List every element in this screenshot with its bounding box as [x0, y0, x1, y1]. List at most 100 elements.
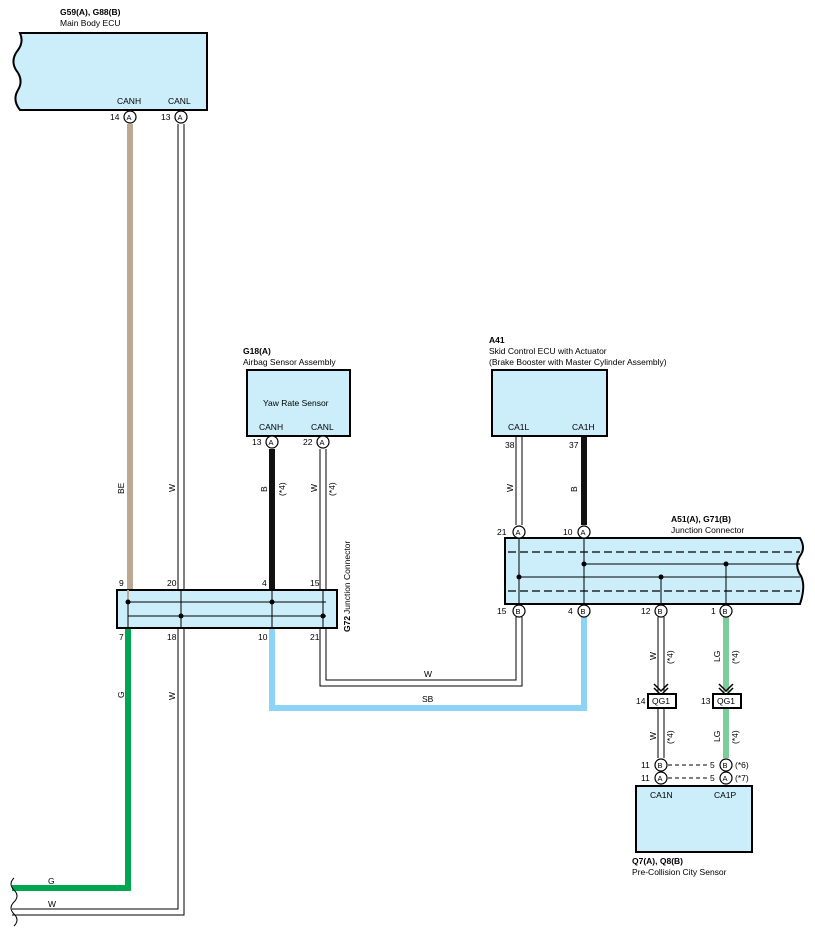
label-w-skid: W [505, 484, 515, 492]
a51-bottom-conn-2: B [581, 607, 586, 616]
wire-w-skid [515, 436, 523, 525]
airbag-conn-a1: A [269, 438, 274, 447]
sensor-row2-note: (*7) [735, 773, 749, 783]
main-ecu-conn-a1: A [127, 113, 132, 122]
main-ecu-pin-canh: CANH [117, 96, 141, 106]
a51-bottom-conn-3: B [658, 607, 663, 616]
skid-num-h: 37 [569, 440, 579, 450]
g72-id: G72 [342, 616, 352, 632]
sensor-row2-left-num: 11 [641, 773, 650, 783]
airbag-pin-canl: CANL [311, 422, 334, 432]
skid-id: A41 [489, 335, 505, 345]
sensor-connector-rows: 11 B 5 B (*6) 11 A 5 A (*7) [641, 758, 749, 785]
label-w-horizontal: W [424, 669, 432, 679]
skid-num-l: 38 [505, 440, 515, 450]
label-note4-b-airbag: (*4) [277, 482, 287, 496]
qg1-num-right: 13 [701, 696, 711, 706]
main-ecu-num-canh: 14 [110, 112, 120, 122]
skid-control-ecu: A41 Skid Control ECU with Actuator (Brak… [489, 335, 667, 450]
wire-w-canl [177, 124, 185, 590]
label-lg-a51: LG [712, 651, 722, 662]
qg1-label-right: QG1 [717, 696, 735, 706]
g72-bottom-10: 10 [258, 632, 268, 642]
label-note4-w-a51: (*4) [665, 650, 675, 664]
label-sb: SB [422, 694, 434, 704]
yaw-rate-sensor-label: Yaw Rate Sensor [263, 398, 329, 408]
a51-junction-connector: A51(A), G71(B) Junction Connector 21 A 1… [497, 514, 805, 618]
a51-name: Junction Connector [671, 525, 744, 535]
a51-bottom-1: 1 [711, 606, 716, 616]
airbag-pin-canh: CANH [259, 422, 283, 432]
skid-name2: (Brake Booster with Master Cylinder Asse… [489, 357, 667, 367]
sensor-id: Q7(A), Q8(B) [632, 856, 683, 866]
sensor-pin-ca1n: CA1N [650, 790, 673, 800]
airbag-sensor-assembly: G18(A) Airbag Sensor Assembly Yaw Rate S… [243, 346, 351, 449]
qg1-num-left: 14 [636, 696, 646, 706]
label-note4-w-airbag: (*4) [327, 482, 337, 496]
label-note4-w-qg1: (*4) [665, 730, 675, 744]
label-w-a51: W [648, 652, 658, 660]
a51-bottom-4: 4 [568, 606, 573, 616]
g72-junction-connector: 9 20 4 15 7 18 10 21 G72 Junction Connec… [116, 541, 352, 642]
a51-top-21: 21 [497, 527, 507, 537]
airbag-num-canl: 22 [303, 437, 313, 447]
label-w-qg1: W [648, 732, 658, 740]
a51-bottom-12: 12 [641, 606, 651, 616]
label-g-horizontal: G [48, 876, 55, 886]
label-b-airbag: B [259, 486, 269, 492]
qg1-connector-right: QG1 13 [701, 683, 742, 709]
g72-bottom-7: 7 [119, 632, 124, 642]
label-w-1: W [167, 484, 177, 492]
main-ecu-conn-a2: A [178, 113, 183, 122]
sensor-row2-left-conn: A [658, 774, 663, 783]
main-ecu-num-canl: 13 [161, 112, 171, 122]
sensor-pin-ca1p: CA1P [714, 790, 737, 800]
label-w-airbag: W [309, 484, 319, 492]
airbag-conn-a2: A [320, 438, 325, 447]
wire-w-g72-a51 [319, 617, 523, 687]
sensor-row1-right-num: 5 [710, 760, 715, 770]
wire-w-airbag [319, 449, 327, 590]
qg1-connector-left: QG1 14 [636, 683, 677, 709]
label-b-skid: B [569, 486, 579, 492]
wire-w-qg1 [657, 617, 665, 758]
main-ecu-pin-canl: CANL [168, 96, 191, 106]
qg1-label-left: QG1 [652, 696, 670, 706]
main-ecu-name: Main Body ECU [60, 18, 120, 28]
g72-top-15: 15 [310, 578, 320, 588]
skid-pin-ca1l: CA1L [508, 422, 530, 432]
label-lg-qg1: LG [712, 731, 722, 742]
a51-bottom-15: 15 [497, 606, 507, 616]
g72-name: Junction Connector [342, 541, 352, 614]
airbag-name: Airbag Sensor Assembly [243, 357, 336, 367]
label-w-2: W [167, 692, 177, 700]
g72-top-4: 4 [262, 578, 267, 588]
main-ecu-id: G59(A), G88(B) [60, 7, 121, 17]
a51-top-conn-2: A [581, 528, 586, 537]
label-note4-lg-a51: (*4) [730, 650, 740, 664]
wire-g [12, 628, 131, 891]
label-w-horizontal-bottom: W [48, 899, 56, 909]
a51-top-10: 10 [563, 527, 573, 537]
a51-id: A51(A), G71(B) [671, 514, 731, 524]
label-note4-lg-qg1: (*4) [730, 730, 740, 744]
pre-collision-city-sensor: CA1N CA1P Q7(A), Q8(B) Pre-Collision Cit… [632, 785, 753, 877]
skid-pin-ca1h: CA1H [572, 422, 595, 432]
a51-bottom-conn-4: B [723, 607, 728, 616]
a51-bottom-conn-1: B [516, 607, 521, 616]
skid-name: Skid Control ECU with Actuator [489, 346, 607, 356]
left-break-marks [10, 877, 18, 927]
main-body-ecu: G59(A), G88(B) Main Body ECU CANH CANL 1… [12, 7, 208, 124]
sensor-row1-left-conn: B [658, 761, 663, 770]
airbag-num-canh: 13 [252, 437, 262, 447]
g72-bottom-21: 21 [310, 632, 320, 642]
g72-bottom-18: 18 [167, 632, 177, 642]
sensor-row1-note: (*6) [735, 760, 749, 770]
sensor-row1-left-num: 11 [641, 760, 650, 770]
wire-sb [269, 617, 587, 711]
sensor-name: Pre-Collision City Sensor [632, 867, 727, 877]
label-g-vertical: G [116, 691, 126, 698]
wire-w-bottom [12, 628, 185, 916]
airbag-id: G18(A) [243, 346, 271, 356]
